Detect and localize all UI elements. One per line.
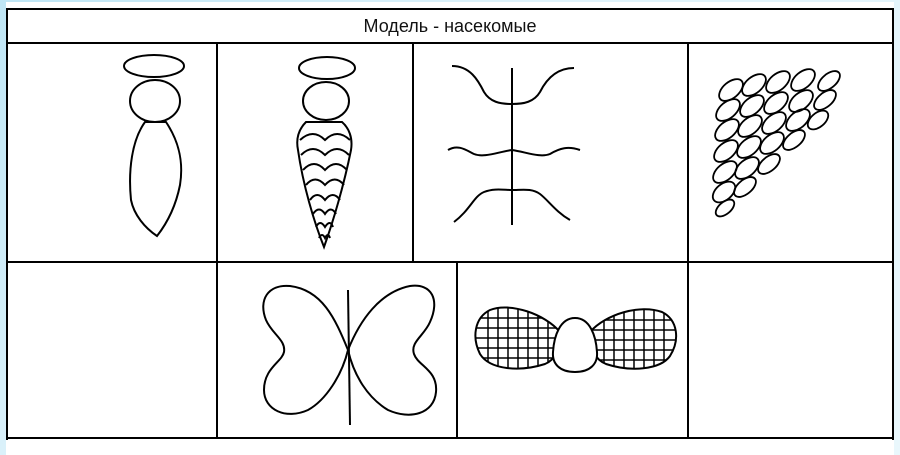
scales-pattern-icon <box>709 65 844 220</box>
grid-lines <box>6 44 894 440</box>
insect-body-outline-icon <box>124 55 184 236</box>
butterfly-mesh-icon <box>470 300 685 375</box>
insect-legs-icon <box>448 66 580 225</box>
butterfly-outline-icon <box>263 286 436 425</box>
insect-body-scaled-icon <box>297 57 355 247</box>
